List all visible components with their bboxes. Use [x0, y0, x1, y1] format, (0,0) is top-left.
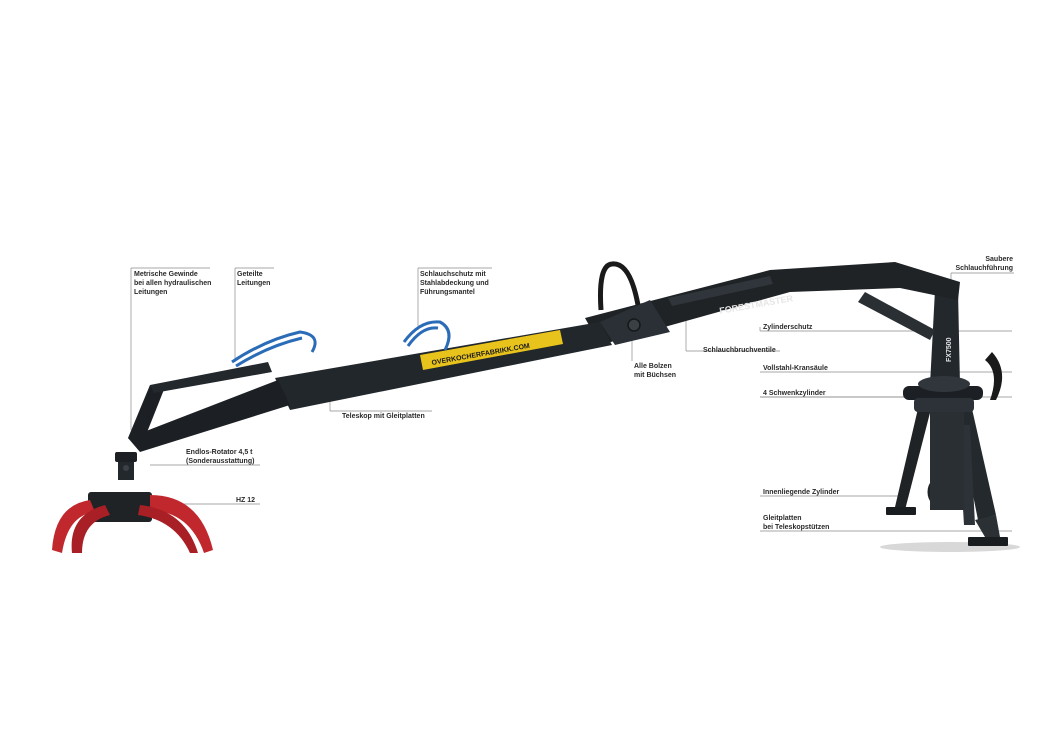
callout-text: mit Büchsen	[634, 372, 677, 379]
callout-cylinder-protection: Zylinderschutz	[763, 323, 812, 332]
callout-internal-cylinder: Innenliegende Zylinder	[763, 488, 839, 497]
callout-text: Schlauchbruchventile	[703, 347, 776, 354]
hose-loop	[598, 261, 641, 311]
rotator	[115, 452, 137, 480]
callout-text: (Sonderausstattung)	[186, 458, 255, 465]
callout-text: Schlauchführung	[955, 265, 1013, 272]
callout-pins-bushings: Alle Bolzen mit Büchsen	[634, 362, 676, 380]
callout-telescope-plates: Teleskop mit Gleitplatten	[342, 412, 425, 421]
callout-text: Saubere	[985, 256, 1013, 263]
callout-text: Teleskop mit Gleitplatten	[342, 413, 425, 420]
callout-text: bei Teleskopstützen	[763, 524, 830, 531]
callout-slewing-cylinders: 4 Schwenkzylinder	[763, 389, 826, 398]
crane-column	[903, 290, 1003, 412]
callout-text: Leitungen	[237, 280, 271, 287]
callout-metric-threads: Metrische Gewinde bei allen hydraulische…	[134, 270, 211, 297]
callout-text: HZ 12	[236, 497, 256, 504]
callout-text: Metrische Gewinde	[134, 271, 198, 278]
callout-text: Schlauchschutz mit	[420, 271, 486, 278]
callout-text: bei allen hydraulischen	[134, 280, 212, 287]
callout-text: Innenliegende Zylinder	[763, 489, 840, 496]
callout-text: 4 Schwenkzylinder	[763, 390, 826, 397]
callout-grapple: HZ 12	[236, 496, 255, 505]
callout-text: Geteilte	[237, 271, 263, 278]
callout-stabilizer-plates: Gleitplatten bei Teleskopstützen	[763, 514, 829, 532]
callout-text: Leitungen	[134, 289, 168, 296]
callout-hose-rupture-valve: Schlauchbruchventile	[703, 346, 776, 355]
hydraulic-hoses	[231, 320, 451, 368]
callout-text: Führungsmantel	[420, 289, 475, 296]
callout-text: Vollstahl-Kransäule	[763, 365, 828, 372]
callout-split-lines: Geteilte Leitungen	[237, 270, 270, 288]
callout-text: Alle Bolzen	[634, 363, 672, 370]
main-boom	[585, 262, 960, 345]
callout-text: Zylinderschutz	[763, 324, 813, 331]
callout-hose-protection: Schlauchschutz mit Stahlabdeckung und Fü…	[420, 270, 489, 297]
callout-steel-column: Vollstahl-Kransäule	[763, 364, 828, 373]
telescope-extension	[128, 362, 290, 452]
outer-arm: OVERKOCHERFABRIKK.COM	[275, 300, 670, 410]
callout-text: Stahlabdeckung und	[420, 280, 489, 287]
grapple	[52, 492, 213, 553]
callout-rotator: Endlos-Rotator 4,5 t (Sonderausstattung)	[186, 448, 254, 466]
callout-clean-hose-routing: Saubere Schlauchführung	[955, 255, 1013, 273]
stabilizer-legs	[886, 400, 1008, 546]
model-decal: FX7500	[946, 337, 953, 362]
callout-text: Endlos-Rotator 4,5 t	[186, 449, 253, 456]
callout-text: Gleitplatten	[763, 515, 802, 522]
